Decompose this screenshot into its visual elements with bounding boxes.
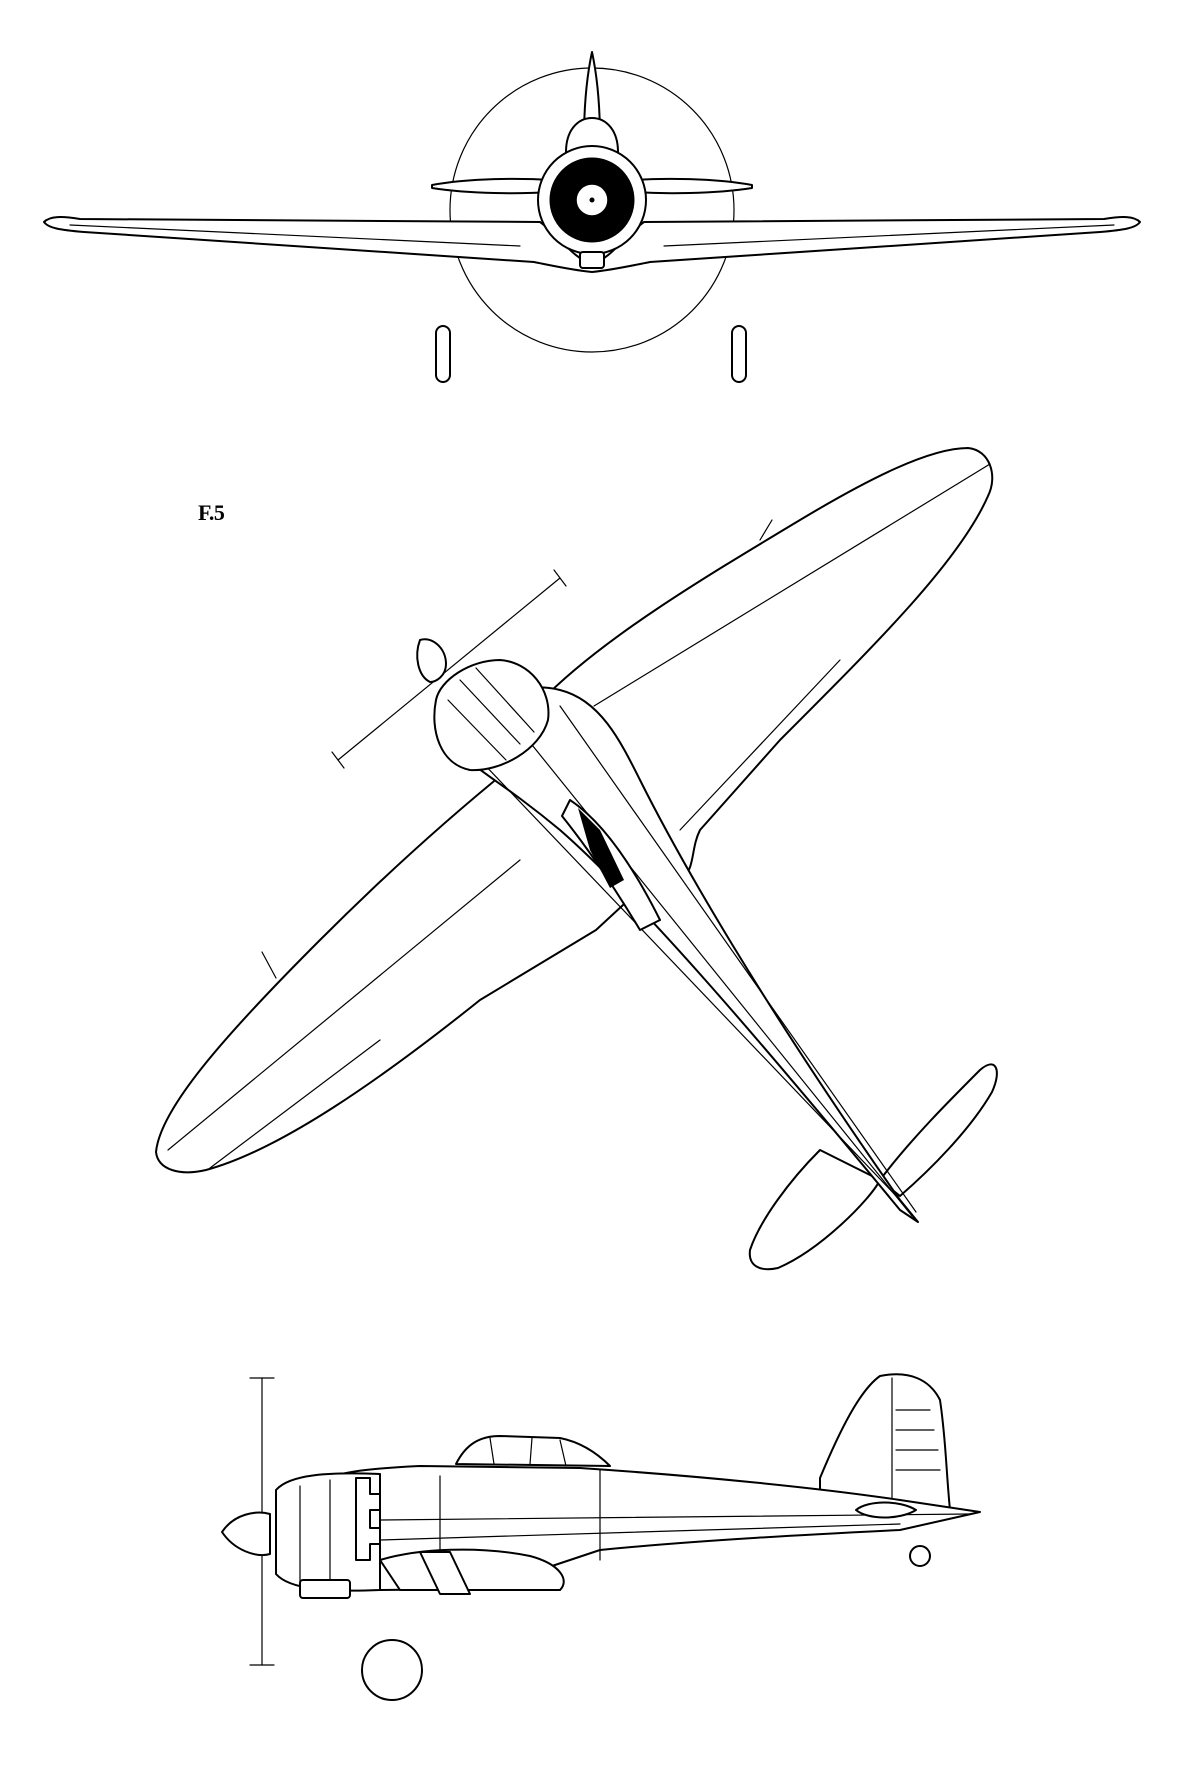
front-view bbox=[43, 51, 1141, 383]
wing-lower-flap bbox=[209, 1039, 381, 1169]
main-wheel-left bbox=[435, 325, 451, 383]
tail-wheel-side bbox=[909, 1545, 931, 1567]
tail-cone-detail bbox=[855, 1501, 917, 1519]
oil-cooler-side bbox=[299, 1579, 351, 1599]
wing-lower-spar bbox=[167, 859, 521, 1151]
wing-lower bbox=[155, 759, 651, 1174]
plan-view bbox=[155, 447, 998, 1271]
canopy-frame-2 bbox=[529, 1437, 533, 1465]
tailplane-upper bbox=[879, 1063, 998, 1197]
spinner-side bbox=[221, 1511, 271, 1556]
oil-cooler bbox=[579, 251, 605, 269]
cowling-plan bbox=[433, 659, 550, 772]
wing-upper-flap bbox=[679, 659, 841, 831]
main-wheel-side bbox=[361, 1639, 423, 1701]
spinner-hub bbox=[589, 197, 595, 203]
main-wheel-right bbox=[731, 325, 747, 383]
cowling-side bbox=[275, 1472, 381, 1592]
wing-lower-tick bbox=[261, 951, 277, 979]
cowl-line-b bbox=[475, 667, 535, 733]
tailplane-right bbox=[631, 177, 753, 195]
fuselage-line-b bbox=[559, 705, 917, 1213]
dimension-line-plan bbox=[337, 577, 561, 761]
gear-door bbox=[419, 1551, 471, 1595]
canopy-frame-1 bbox=[489, 1437, 495, 1465]
cowl-line-c bbox=[447, 699, 507, 761]
wing-upper-tick bbox=[759, 519, 773, 541]
tailplane-lower bbox=[748, 1149, 881, 1271]
tail-fin bbox=[819, 1373, 951, 1511]
cowl-line-a bbox=[459, 679, 521, 745]
tailplane-left bbox=[431, 177, 553, 195]
canopy-frame-3 bbox=[559, 1439, 567, 1467]
fuselage-line-a bbox=[479, 759, 901, 1201]
cowl-flaps bbox=[355, 1477, 381, 1561]
wing-upper bbox=[539, 447, 994, 901]
wing-upper-spar bbox=[593, 463, 991, 707]
wing-line-left bbox=[69, 224, 521, 247]
spinner-plan bbox=[416, 638, 447, 683]
dimension-tick-a bbox=[331, 751, 345, 769]
side-view bbox=[221, 1373, 981, 1701]
canopy-frame-dark bbox=[578, 808, 624, 888]
dimension-tick-b bbox=[553, 569, 567, 587]
wing-line-right bbox=[663, 224, 1115, 247]
fuselage-plan bbox=[439, 686, 919, 1223]
canopy-front bbox=[565, 117, 619, 153]
fuselage-stringer-2 bbox=[379, 1523, 901, 1541]
canopy-side bbox=[455, 1435, 611, 1467]
figure-label: F.5 bbox=[198, 500, 225, 525]
